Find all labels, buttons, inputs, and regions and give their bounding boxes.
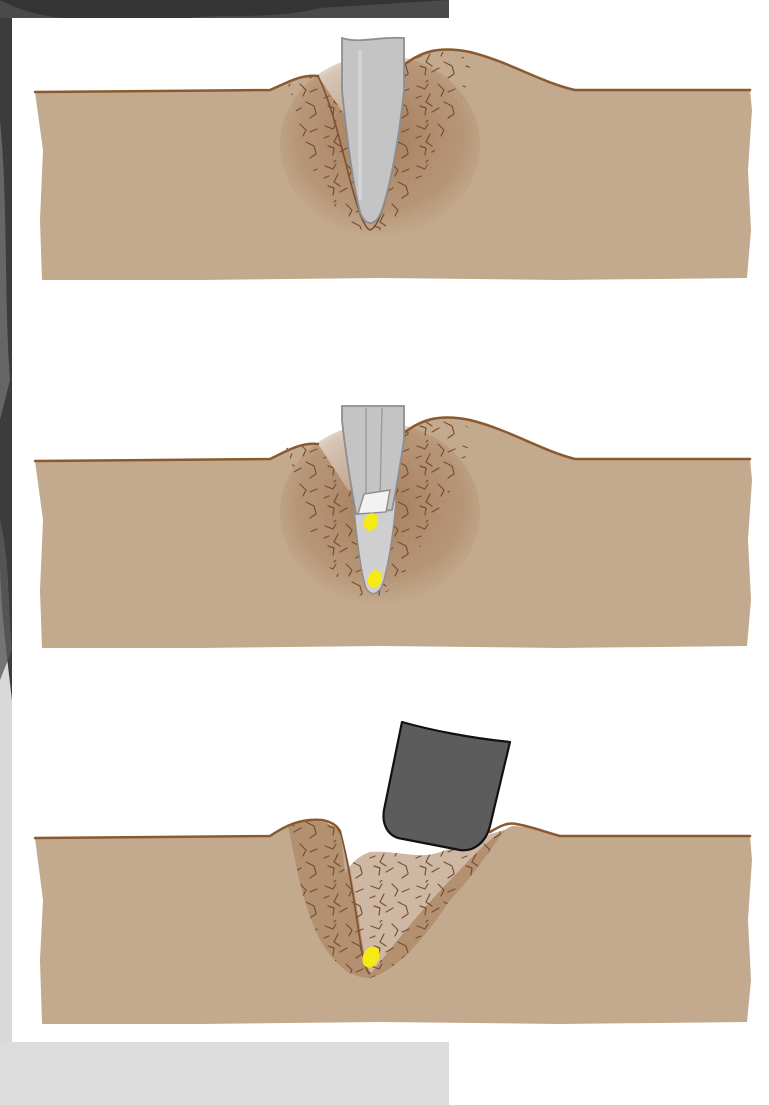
planting-steps-diagram bbox=[12, 18, 769, 1042]
step-1-group bbox=[35, 38, 752, 280]
step-3-group bbox=[35, 722, 752, 1024]
diagram-panel bbox=[12, 18, 769, 1042]
step-2-group bbox=[35, 406, 752, 648]
